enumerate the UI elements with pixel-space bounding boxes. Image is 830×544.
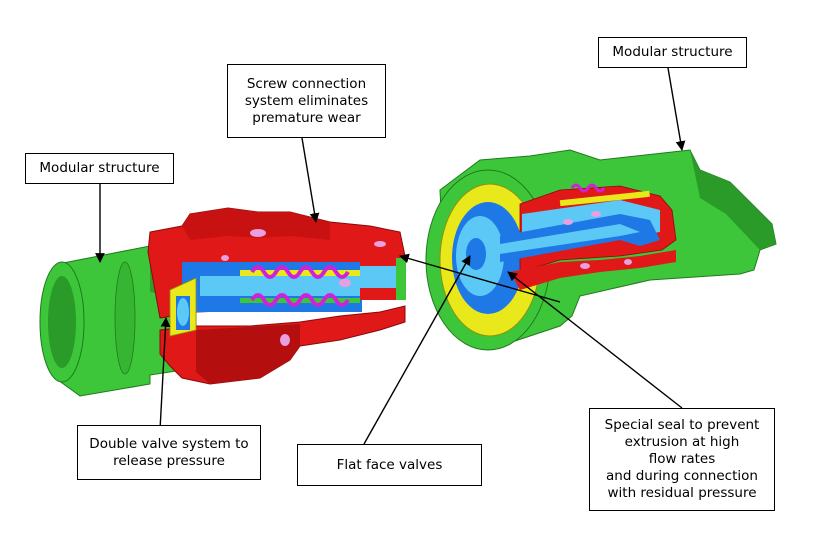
label-line: flow rates [648,451,716,467]
label-modular-structure-left: Modular structure [25,153,174,184]
label-line: Screw connection [246,75,367,92]
leader-lines [95,67,686,445]
leader-modular-right [667,67,686,151]
label-line: premature wear [252,109,361,126]
label-special-seal: Special seal to prevent extrusion at hig… [589,408,775,511]
leader-screw-connection [301,137,320,223]
label-line: extrusion at high [624,434,740,450]
leader-flat-face-center [363,255,471,445]
label-line: release pressure [113,452,225,469]
leader-double-valve [159,317,171,431]
label-line: system eliminates [244,92,369,109]
leader-special-seal [507,271,683,409]
left-internals [169,256,406,337]
label-line: Modular structure [39,160,160,176]
label-line: Special seal to prevent [604,417,760,433]
label-line: Flat face valves [336,456,443,473]
label-line: Modular structure [612,44,733,60]
label-line: and during connection [606,468,758,484]
label-modular-structure-right: Modular structure [598,37,747,68]
label-flat-face-valves: Flat face valves [297,444,482,486]
label-line: with residual pressure [607,485,757,501]
right-internals [500,183,677,290]
label-screw-connection: Screw connection system eliminates prema… [227,64,386,138]
left-coupling [39,207,406,397]
label-line: Double valve system to [89,435,249,452]
leader-flat-face-left [399,253,561,303]
label-double-valve: Double valve system to release pressure [77,425,261,480]
right-coupling [425,149,777,351]
